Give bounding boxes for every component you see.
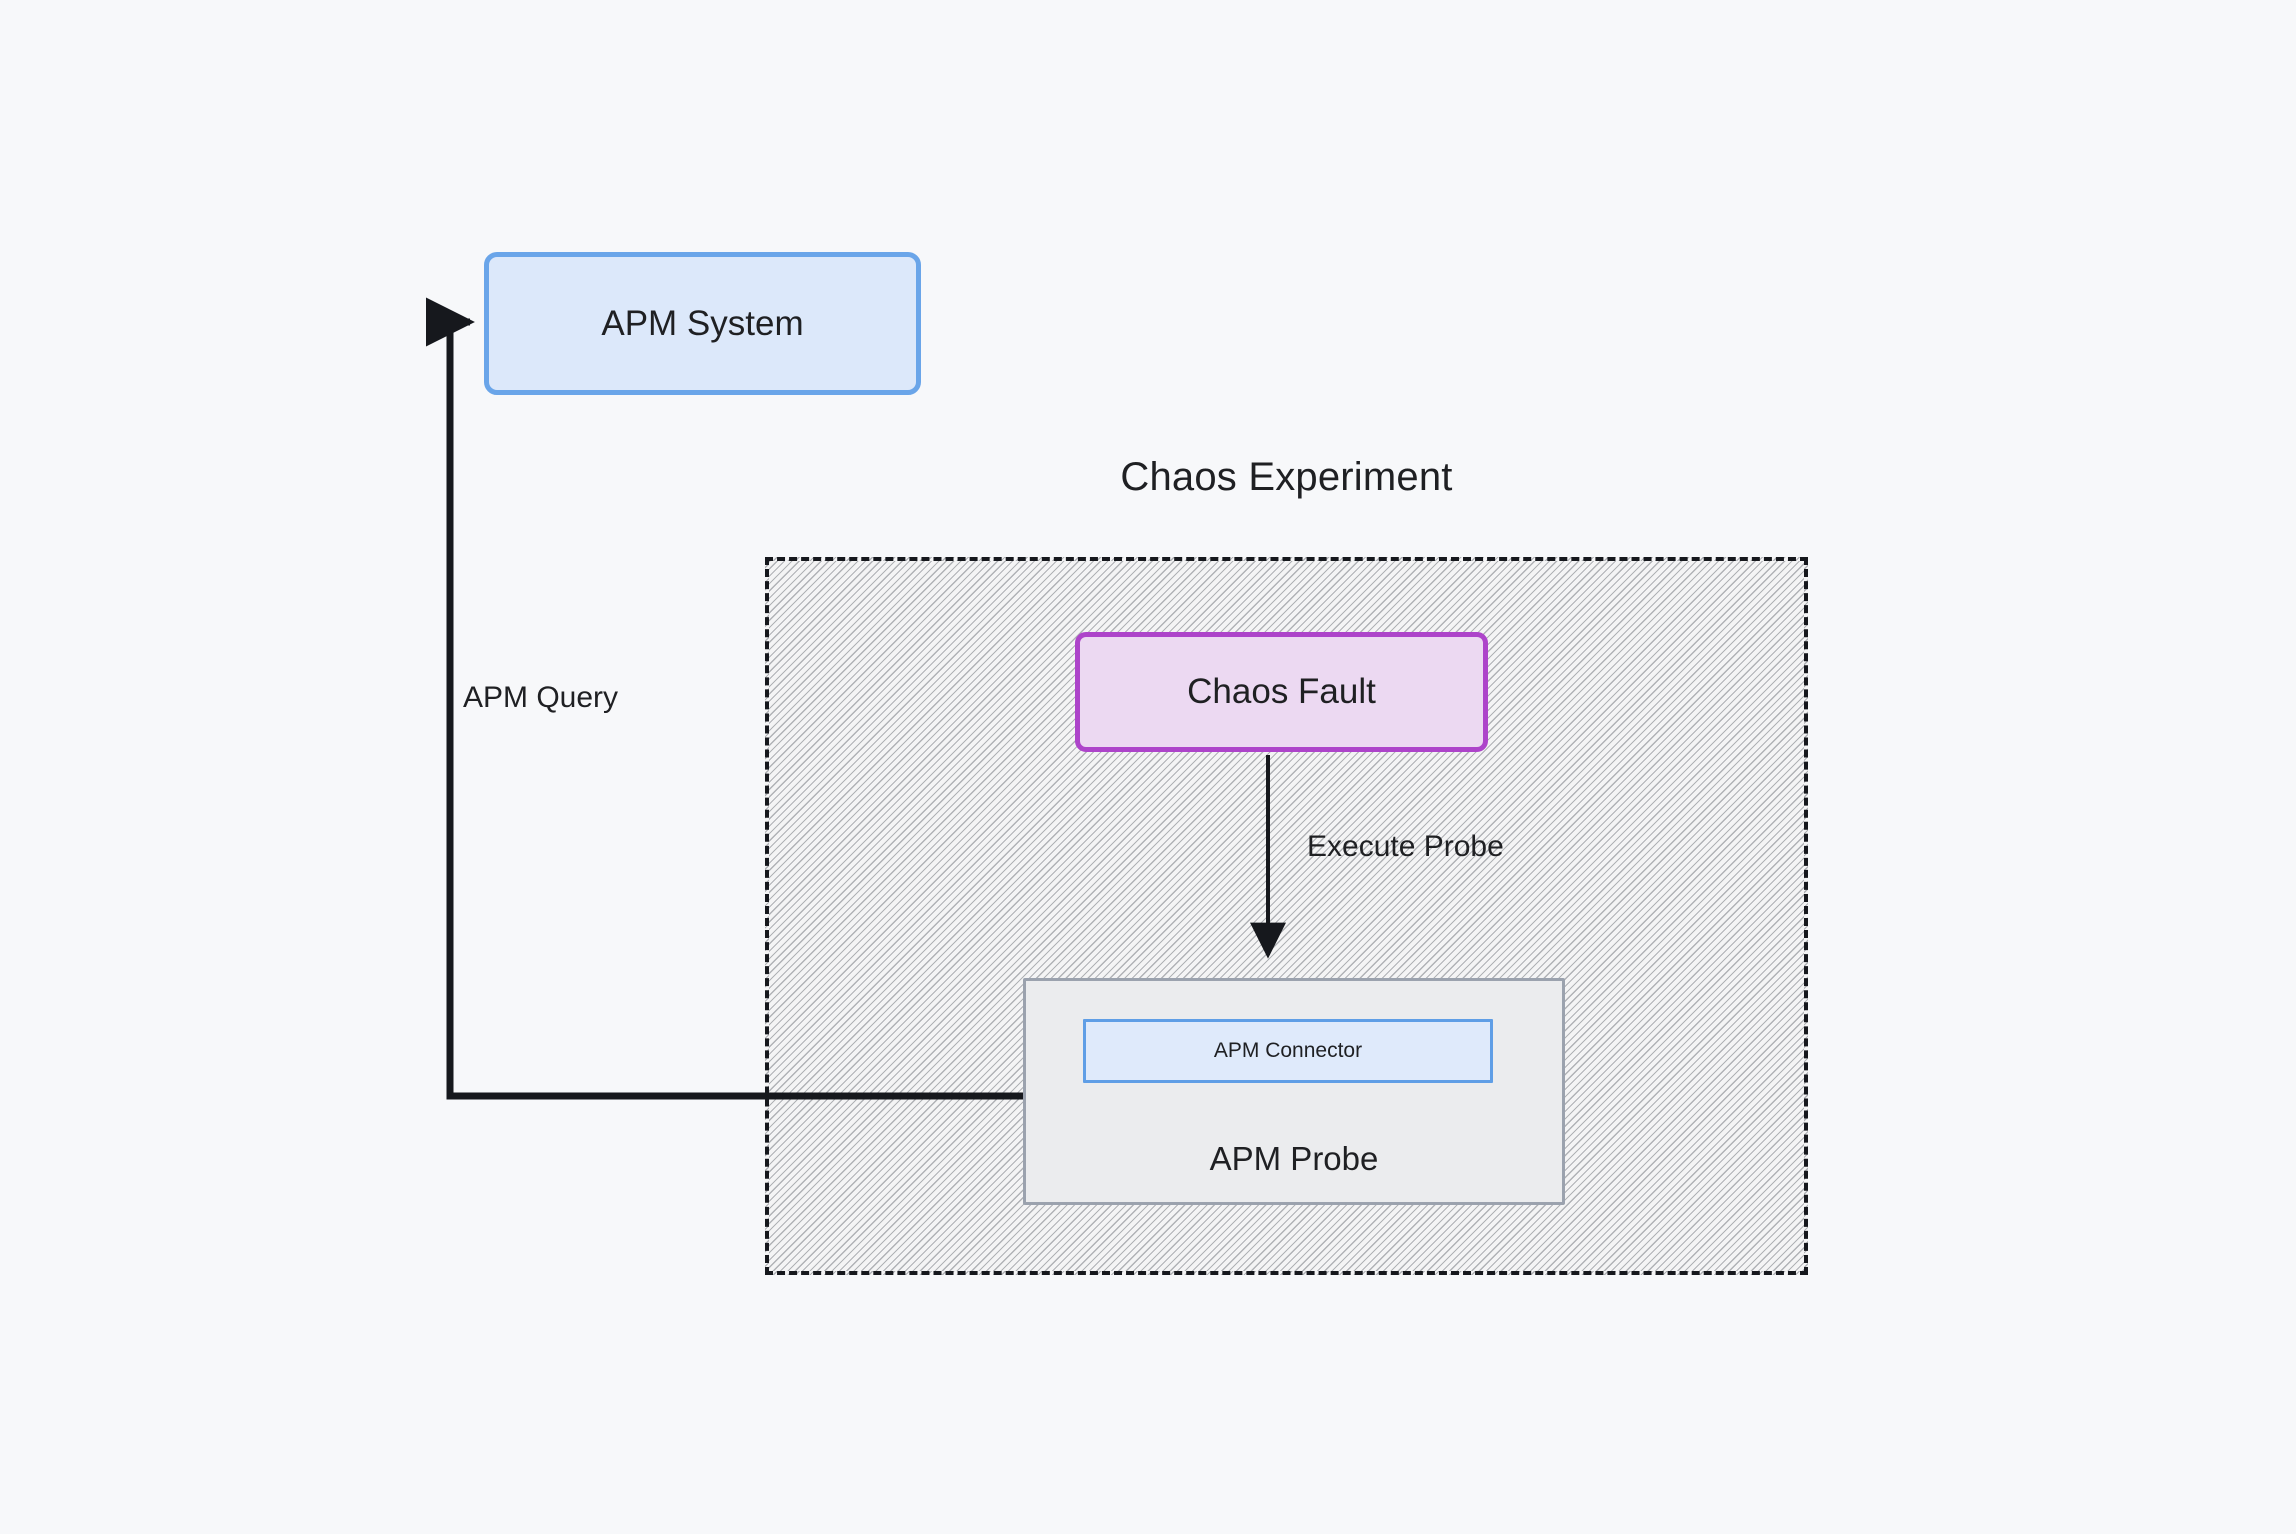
node-apm-probe-label: APM Probe xyxy=(1209,1140,1379,1177)
node-apm-connector-label: APM Connector xyxy=(1213,1039,1363,1062)
node-apm-system[interactable]: APM System xyxy=(484,252,921,395)
node-apm-connector[interactable]: APM Connector xyxy=(1083,1019,1493,1083)
node-apm-probe[interactable]: APM Connector APM Probe xyxy=(1023,978,1565,1205)
node-chaos-fault-label: Chaos Fault xyxy=(1187,672,1376,711)
edge-label-apm-query: APM Query xyxy=(463,681,619,714)
chaos-experiment-title: Chaos Experiment xyxy=(1120,455,1453,499)
node-apm-system-label: APM System xyxy=(601,303,804,343)
node-chaos-fault[interactable]: Chaos Fault xyxy=(1075,632,1488,752)
edge-label-execute-probe: Execute Probe xyxy=(1307,830,1504,863)
